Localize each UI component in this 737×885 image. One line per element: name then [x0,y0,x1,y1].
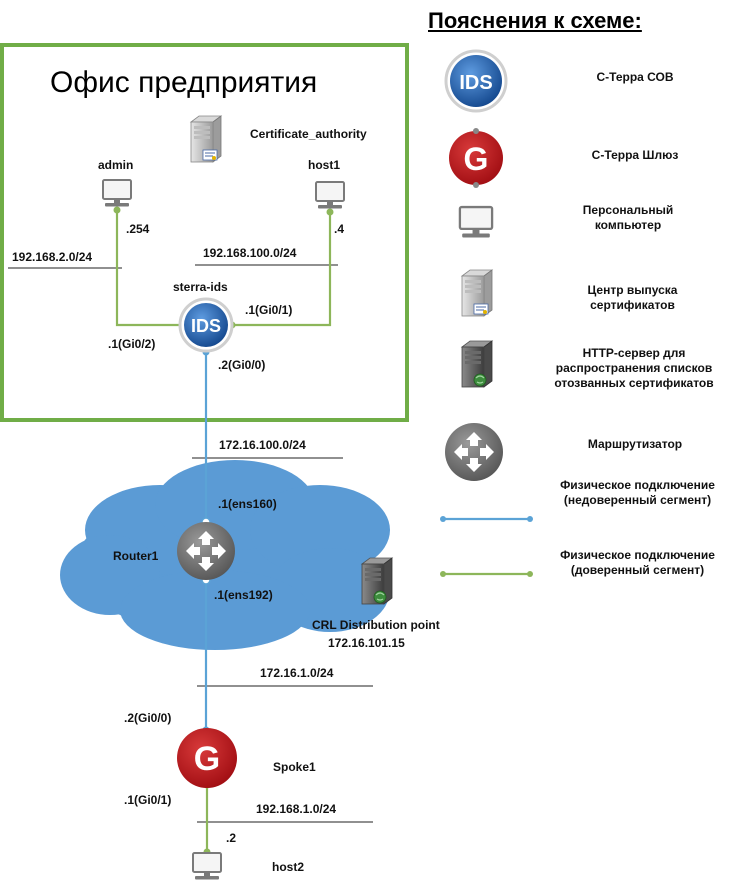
legend-item-ids: С-Терра СОВ [596,70,674,84]
ca-server-icon[interactable] [190,115,222,163]
trusted-links [115,210,332,852]
admin-ip-label: .254 [126,222,150,236]
legend-gateway-icon: G [449,128,503,188]
legend-item-gateway: С-Терра Шлюз [591,148,679,162]
admin-label: admin [98,158,134,172]
net-192-1-label: 192.168.1.0/24 [256,802,337,816]
router1-node[interactable] [177,522,235,580]
legend-item-router: Маршрутизатор [587,437,683,451]
legend-blue-link-icon [440,516,533,522]
legend-item-http: HTTP-сервер для распространения списков … [554,346,714,390]
router-ens160-label: .1(ens160) [218,497,277,511]
net-172-1-label: 172.16.1.0/24 [260,666,334,680]
host2-label: host2 [272,860,305,874]
spoke-gi00-label: .2(Gi0/0) [124,711,172,725]
subnet-underlines [8,264,373,823]
router1-label: Router1 [113,549,159,563]
host2-pc-icon[interactable] [192,852,222,881]
legend-item-blue-link: Физическое подключение (недоверенный сег… [560,478,715,507]
net-host1-label: 192.168.100.0/24 [203,246,297,260]
ids-gi01-label: .1(Gi0/1) [245,303,293,317]
legend-ca-server-icon [461,269,493,317]
legend-http-server-icon [461,340,493,388]
ids-badge: IDS [191,316,221,336]
sterra-ids-node[interactable]: IDS [178,297,234,353]
legend-router-icon [445,423,503,481]
net-admin-label: 192.168.2.0/24 [12,250,93,264]
host1-ip-label: .4 [334,222,345,236]
gateway-badge: G [194,740,220,778]
spoke1-label: Spoke1 [273,760,316,774]
router-ens192-label: .1(ens192) [214,588,273,602]
host1-pc-icon[interactable] [315,181,345,210]
ids-label: sterra-ids [173,280,228,294]
crl-server-icon[interactable] [361,557,393,605]
legend-item-pc: Персональный компьютер [582,203,674,232]
spoke-gi01-label: .1(Gi0/1) [124,793,172,807]
ids-gi02-label: .1(Gi0/2) [108,337,156,351]
legend-pc-icon [458,205,494,239]
legend-gateway-badge: G [464,141,489,177]
ca-label: Certificate_authority [250,127,367,141]
legend-ids-icon: IDS [444,49,508,113]
legend-title: Пояснения к схеме: [428,8,642,33]
legend-item-green-link: Физическое подключение (доверенный сегме… [560,548,715,577]
office-zone-border [0,43,409,422]
ids-gi00-label: .2(Gi0/0) [218,358,266,372]
crl-ip-label: 172.16.101.15 [328,636,405,650]
spoke1-node[interactable]: G [177,728,237,788]
legend-item-ca: Центр выпуска сертификатов [587,283,678,312]
office-title: Офис предприятия [50,66,318,99]
host2-ip-label: .2 [226,831,237,845]
legend-ids-badge: IDS [459,72,492,94]
crl-name-label: CRL Distribution point [312,618,440,632]
admin-pc-icon[interactable] [102,179,132,208]
net-172-100-label: 172.16.100.0/24 [219,438,306,452]
host1-label: host1 [308,158,341,172]
legend-green-link-icon [440,571,533,577]
